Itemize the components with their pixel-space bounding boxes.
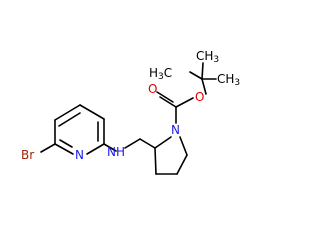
bromine-label: Br [21,148,34,162]
amine-nh-label: NH [107,145,125,159]
carbonyl-oxygen-label: O [148,82,157,96]
bond-ring-c4-n [86,143,105,155]
bond-ring-c2-c3 [79,104,105,120]
molecule-canvas: H3C CH3 CH3 O O N NH N Br [21,49,240,175]
bond-carbonyl-o [159,96,177,108]
bond-ring-c1-c2-inner [58,112,81,127]
methyl-right-label: CH3 [217,72,240,88]
atom-labels: H3C CH3 CH3 O O N NH N Br [21,49,240,162]
ester-oxygen-label: O [195,90,204,104]
bonds [40,62,217,175]
bond-ring-n-c5-inner [59,139,73,148]
bond-ring-c1-c2 [54,104,81,121]
bond-nh-ch2 [124,138,141,149]
bond-carbonyl-o-2 [156,91,174,103]
bond-carbonyl-oester [175,97,194,108]
bond-oester-cq [201,78,207,95]
bond-ring-n-c5 [54,143,74,155]
bond-ch2-c2 [139,138,156,149]
methyl-top-left-label: H3C [149,66,172,82]
pyrrolidine-nitrogen-label: N [171,123,180,137]
bond-cq-me-topleft [189,71,203,80]
bond-pyr-n-c5 [179,136,188,156]
bond-pyr-c2-n [154,136,172,149]
pyridine-nitrogen-label: N [75,148,84,162]
bond-pyr-c3-c2 [154,147,157,175]
methyl-top-label: CH3 [196,49,219,65]
structure-diagram: H3C CH3 CH3 O O N NH N Br [21,49,240,175]
bond-c-br [40,143,56,153]
bond-c-nh [103,143,117,152]
bond-cq-me-top [201,62,204,80]
bond-pyr-c5-c4 [176,154,188,175]
